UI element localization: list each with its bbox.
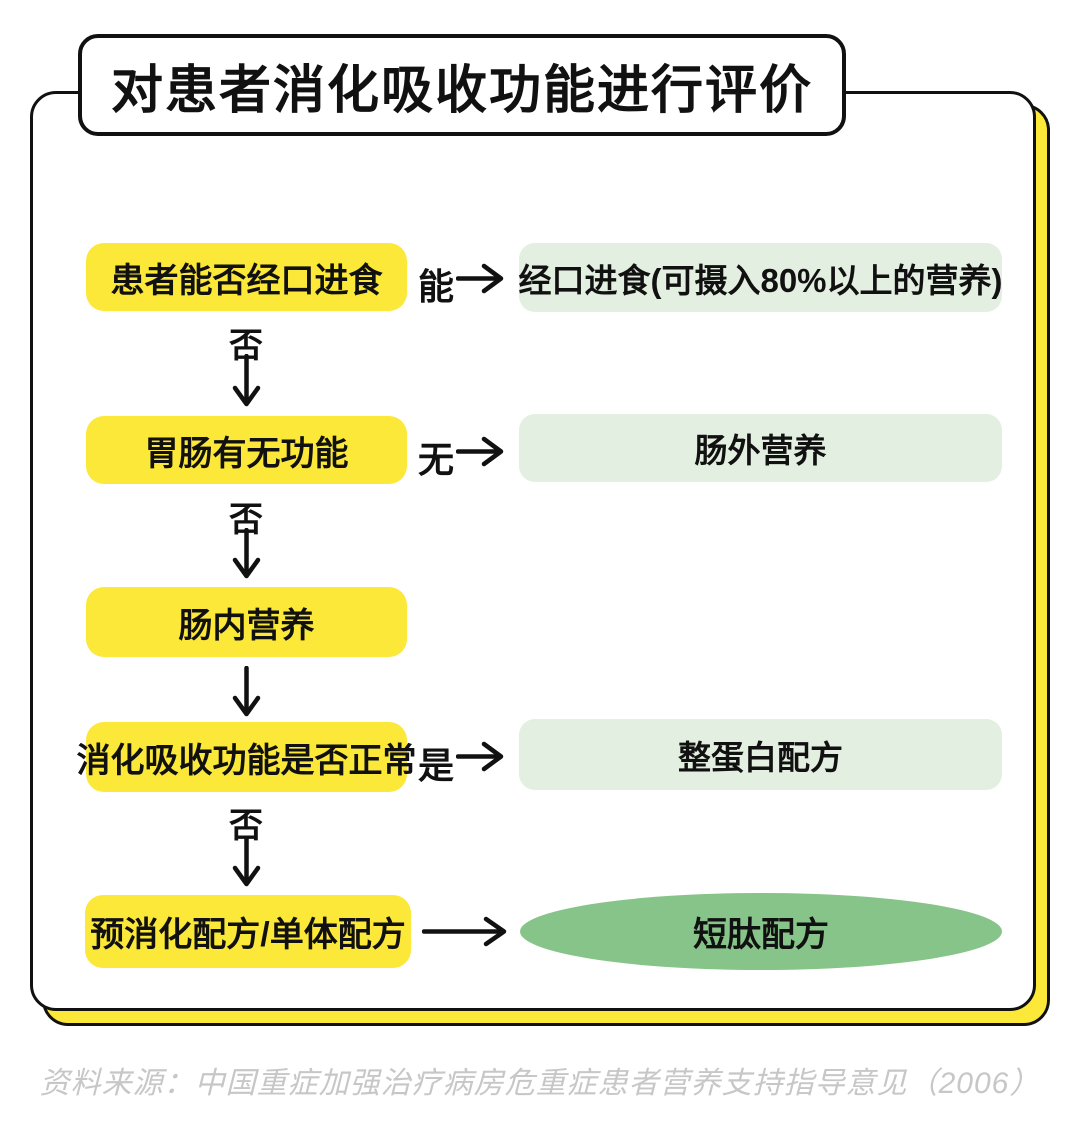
result-short-peptide-formula: 短肽配方 bbox=[520, 893, 1002, 970]
arrow-down-icon bbox=[232, 836, 261, 888]
result-whole-protein-formula: 整蛋白配方 bbox=[519, 719, 1002, 790]
node-enteral-nutrition: 肠内营养 bbox=[86, 587, 407, 657]
node-predigested-formula: 预消化配方/单体配方 bbox=[85, 895, 411, 968]
source-note: 资料来源：中国重症加强治疗病房危重症患者营养支持指导意见（2006） bbox=[39, 1067, 1041, 1100]
arrow-down-icon bbox=[232, 666, 261, 718]
arrow-right-icon bbox=[456, 262, 504, 295]
arrow-down-icon bbox=[232, 354, 261, 408]
title-box: 对患者消化吸收功能进行评价 bbox=[78, 34, 846, 136]
result-oral-feeding: 经口进食(可摄入80%以上的营养) bbox=[518, 243, 1003, 312]
branch-label-none: 无 bbox=[417, 439, 454, 480]
flowchart-card bbox=[30, 91, 1036, 1011]
arrow-right-long-icon bbox=[422, 915, 508, 948]
branch-label-able: 能 bbox=[417, 266, 454, 307]
result-parenteral-nutrition: 肠外营养 bbox=[519, 414, 1002, 482]
arrow-right-icon bbox=[456, 740, 504, 773]
decision-digestion-normal: 消化吸收功能是否正常 bbox=[77, 722, 417, 792]
page-title: 对患者消化吸收功能进行评价 bbox=[110, 61, 813, 120]
arrow-down-icon bbox=[232, 528, 261, 580]
branch-label-yes: 是 bbox=[417, 745, 454, 786]
decision-oral-intake: 患者能否经口进食 bbox=[86, 243, 407, 311]
arrow-right-icon bbox=[456, 435, 504, 468]
decision-gi-function: 胃肠有无功能 bbox=[86, 416, 407, 484]
